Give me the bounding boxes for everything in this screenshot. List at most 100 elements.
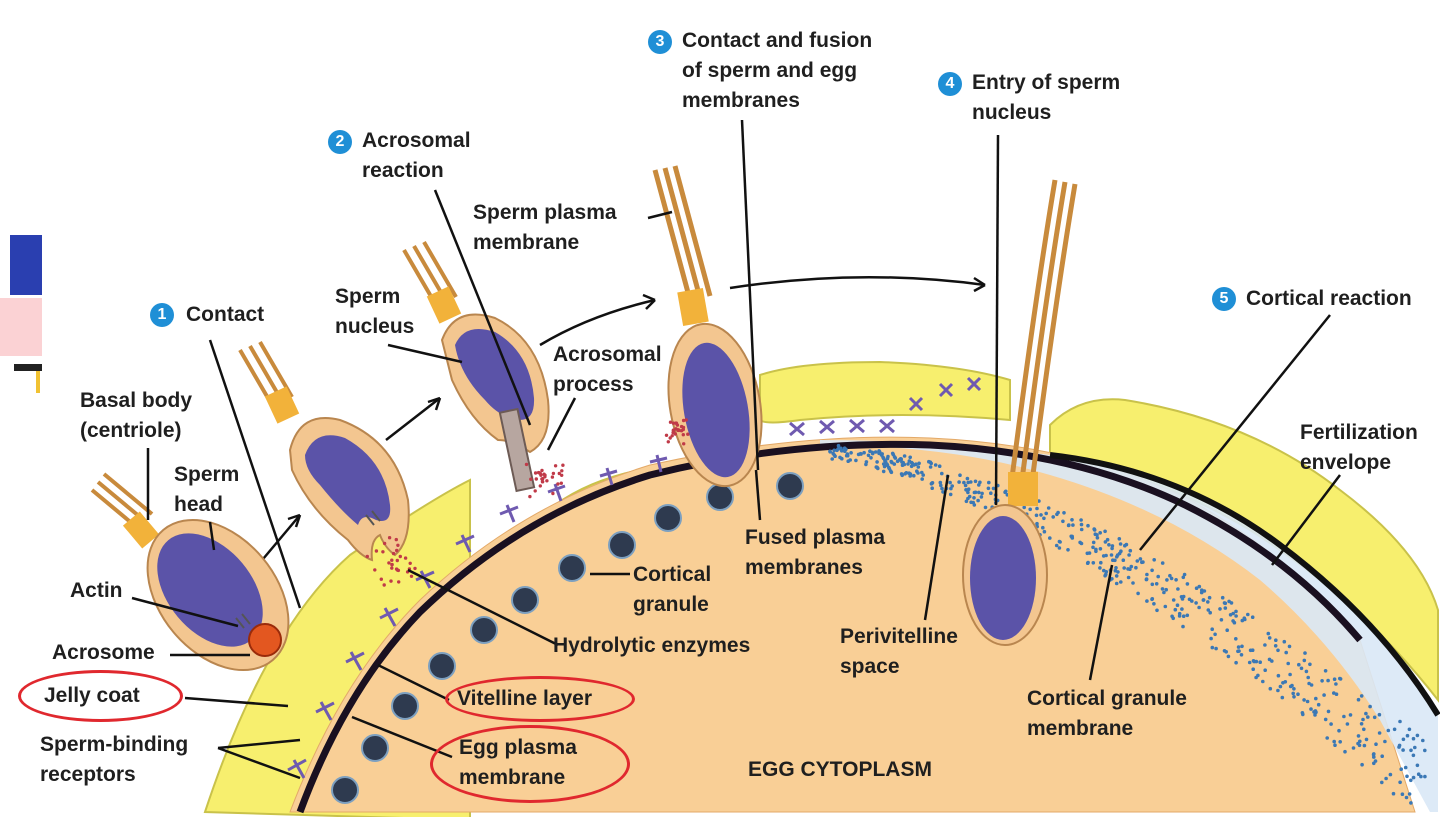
speckle-dot [1334, 692, 1339, 696]
perivitelline-space-label: Perivitelline space [840, 622, 958, 682]
speckle-dot [1405, 733, 1410, 738]
speckle-dot [1401, 737, 1406, 742]
speckle-dot [1128, 548, 1133, 553]
speckle-dot [1054, 543, 1059, 548]
speckle-dot [899, 472, 904, 476]
speckle-dot [1171, 598, 1176, 602]
speckle-dot [1035, 521, 1039, 526]
speckle-dot [1316, 702, 1321, 707]
speckle-dot [950, 484, 954, 488]
speckle-dot [1207, 595, 1212, 600]
enzyme-dot [682, 442, 686, 446]
speckle-dot [1098, 547, 1103, 551]
leader-lines [131, 119, 1341, 780]
progression-arrows [257, 275, 986, 566]
speckle-dot [1071, 523, 1075, 527]
speckle-dot [1177, 614, 1182, 618]
speckle-dot [948, 480, 952, 485]
speckle-dot [1360, 762, 1364, 767]
enzyme-dot [540, 468, 544, 473]
speckle-dot [1242, 616, 1247, 620]
speckle-dot [1323, 717, 1328, 722]
speckle-dot [1368, 704, 1372, 709]
step-2-label-line-1: Acrosomal [362, 129, 471, 152]
speckle-dot [1160, 561, 1165, 565]
enzyme-dot [543, 475, 547, 479]
speckle-dot [1210, 627, 1214, 631]
speckle-dot [1042, 529, 1047, 534]
speckle-dot [1267, 636, 1272, 640]
speckle-dot [1362, 743, 1367, 748]
speckle-dot [914, 462, 918, 467]
speckle-dot [1046, 506, 1051, 510]
speckle-dot [1079, 518, 1083, 522]
speckle-dot [969, 480, 973, 484]
enzyme-dot [390, 562, 394, 567]
speckle-dot [1384, 776, 1388, 781]
enzyme-dot [538, 471, 542, 476]
speckle-dot [1098, 531, 1102, 535]
fertilization-envelope-line-1: Fertilization [1300, 421, 1418, 444]
speckle-dot [1423, 748, 1427, 753]
speckle-dot [1104, 553, 1108, 558]
speckle-dot [1288, 684, 1293, 689]
enzyme-dot [679, 424, 684, 429]
speckle-dot [1169, 576, 1174, 581]
enzyme-dot [394, 537, 398, 542]
speckle-dot [962, 480, 966, 485]
speckle-dot [1280, 695, 1285, 700]
speckle-dot [1383, 739, 1387, 744]
speckle-dot [1145, 599, 1149, 603]
speckle-dot [880, 452, 884, 456]
sperm-nucleus-line-1: Sperm [335, 285, 401, 308]
speckle-dot [967, 494, 972, 499]
speckle-dot [1329, 722, 1333, 726]
enzyme-dot [670, 434, 674, 438]
speckle-dot [1070, 518, 1074, 522]
speckle-dot [937, 464, 942, 469]
step-4-label: Entry of sperm nucleus [972, 68, 1120, 128]
speckle-dot [1251, 659, 1256, 663]
speckle-dot [973, 479, 978, 484]
speckle-dot [1297, 662, 1301, 667]
speckle-dot [1234, 609, 1238, 614]
egg-plasma-membrane [296, 440, 1363, 814]
enzyme-dot [560, 473, 564, 477]
speckle-dot [893, 456, 898, 460]
enzyme-dot [395, 548, 399, 553]
enzyme-dot [551, 491, 555, 496]
speckle-dot [1197, 584, 1202, 589]
speckle-dot [1057, 539, 1062, 544]
speckle-dot [972, 503, 977, 507]
highlight-ring-jelly-coat [18, 670, 183, 722]
speckle-dot [1168, 573, 1172, 578]
speckle-dot [1116, 570, 1120, 574]
speckle-dot [1110, 546, 1114, 551]
speckle-dot [1270, 659, 1274, 663]
speckle-dot [1194, 586, 1199, 590]
speckle-dot [1356, 741, 1360, 746]
speckle-dot [1409, 801, 1413, 805]
speckle-dot [1104, 572, 1108, 577]
step-2-label: Acrosomal reaction [362, 126, 471, 186]
speckle-dot [1180, 607, 1184, 611]
speckle-dot [832, 453, 836, 457]
speckle-dot [1405, 774, 1409, 779]
enzyme-dot [381, 550, 385, 554]
speckle-dot [917, 461, 921, 466]
speckle-dot [1411, 775, 1416, 780]
speckle-dot [1225, 628, 1229, 632]
speckle-dot [1127, 553, 1131, 557]
enzyme-dot [524, 462, 529, 467]
speckle-dot [1313, 709, 1318, 713]
speckle-dot [907, 471, 911, 476]
sperm-binding-receptors-line-1: Sperm-binding [40, 733, 189, 756]
speckle-dot [1309, 707, 1313, 711]
cortical-granule-label: Cortical granule [633, 560, 711, 620]
speckle-dot [1332, 739, 1336, 744]
speckle-dot [1313, 713, 1317, 717]
speckle-dot [1057, 546, 1062, 550]
speckle-dot [1308, 662, 1312, 667]
speckle-dot [1401, 748, 1405, 752]
speckle-dot [882, 464, 887, 469]
